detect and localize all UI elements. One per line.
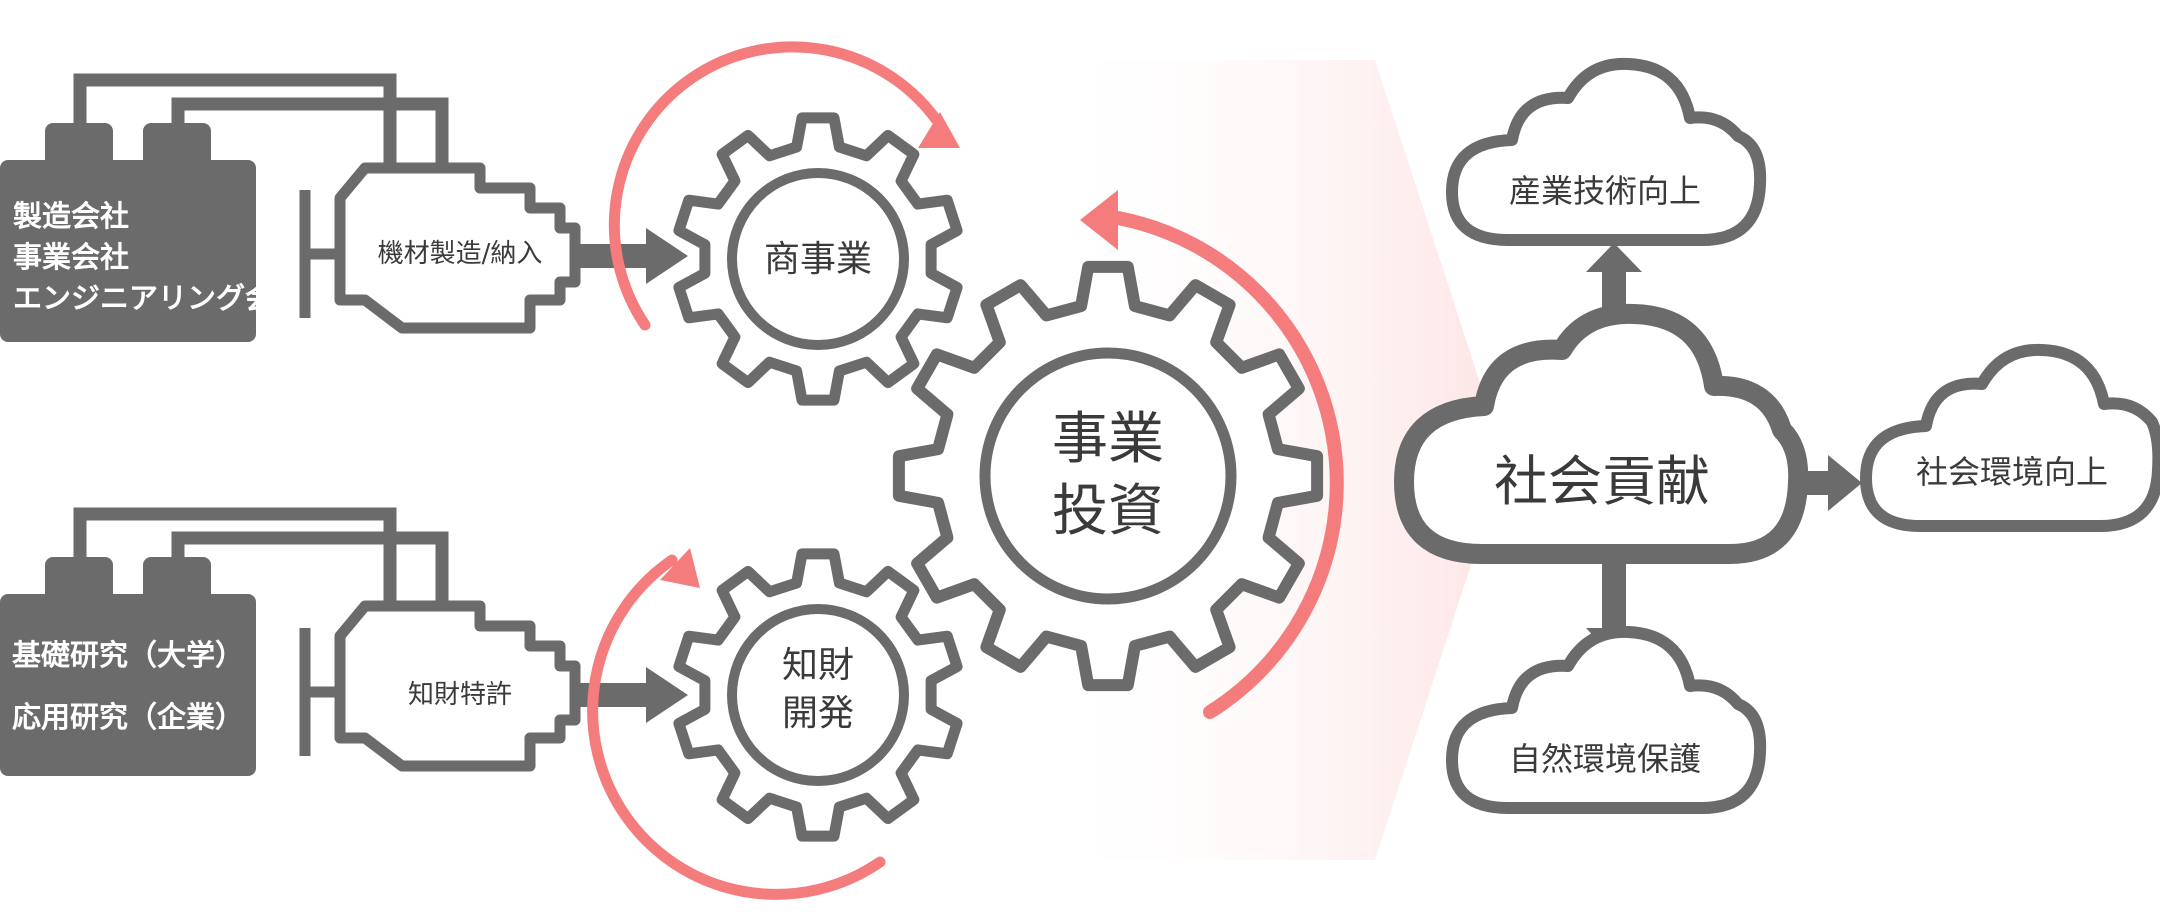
gear-large	[892, 260, 1324, 692]
gear-small-bottom-inner-ring	[727, 604, 909, 786]
cloud-shape	[1860, 343, 2160, 532]
gear-small-top-label: 商事業	[764, 239, 872, 280]
rotation-arrow-large-gear	[1080, 190, 1344, 719]
producer-factory-bottom: 基礎研究（大学） 応用研究（企業）	[0, 507, 449, 776]
gear-large-label-1: 事業	[1052, 407, 1164, 472]
gear-small-top-inner-ring	[727, 168, 909, 350]
cloud-center: 社会貢献	[1394, 303, 1809, 564]
producer-label-1: 基礎研究（大学）	[12, 638, 244, 672]
factory-pipe-outer	[73, 73, 397, 180]
producer-label-2: 応用研究（企業）	[12, 700, 244, 734]
cloud-label: 社会貢献	[1494, 450, 1710, 513]
engine-bottom: 知財特許	[299, 600, 581, 772]
cloud-right: 社会環境向上	[1860, 343, 2160, 532]
gear-large-label-2: 投資	[1052, 479, 1164, 544]
producer-label-3: エンジニアリング会社	[13, 281, 303, 315]
arrow-bottom-engine-to-gear	[572, 667, 688, 723]
factory-body	[0, 160, 256, 342]
cloud-label: 社会環境向上	[1916, 453, 2108, 491]
cloud-shape	[1446, 57, 1767, 246]
engine-label: 機材製造/納入	[378, 239, 543, 269]
factory-pipe-inner	[171, 531, 449, 614]
factory-pipe-inner	[171, 97, 449, 180]
cloud-bottom: 自然環境保護	[1446, 625, 1767, 814]
factory-pipe-outer	[73, 507, 397, 614]
factory-body	[0, 594, 256, 776]
gear-large-inner-ring	[979, 347, 1237, 605]
engine-label: 知財特許	[408, 680, 512, 710]
cloud-shape	[1446, 625, 1767, 814]
cloud-label: 自然環境保護	[1509, 740, 1701, 778]
arrow-top-engine-to-gear	[572, 228, 688, 284]
engine-top: 機材製造/納入	[299, 162, 581, 334]
rotation-arrow-top-gear	[608, 41, 960, 331]
gear-small-bottom-label-2: 開発	[782, 693, 854, 734]
gear-small-bottom-label-1: 知財	[782, 645, 854, 686]
rotation-arrow-bottom-gear	[587, 548, 886, 900]
gear-small-bottom	[673, 548, 963, 842]
producer-label-2: 事業会社	[13, 240, 129, 274]
producer-factory-top: 製造会社 事業会社 エンジニアリング会社	[0, 73, 449, 342]
gear-small-top	[673, 112, 963, 406]
cloud-top: 産業技術向上	[1446, 57, 1767, 246]
cloud-shape	[1394, 303, 1809, 564]
producer-label-1: 製造会社	[13, 199, 129, 233]
cloud-label: 産業技術向上	[1509, 172, 1701, 210]
